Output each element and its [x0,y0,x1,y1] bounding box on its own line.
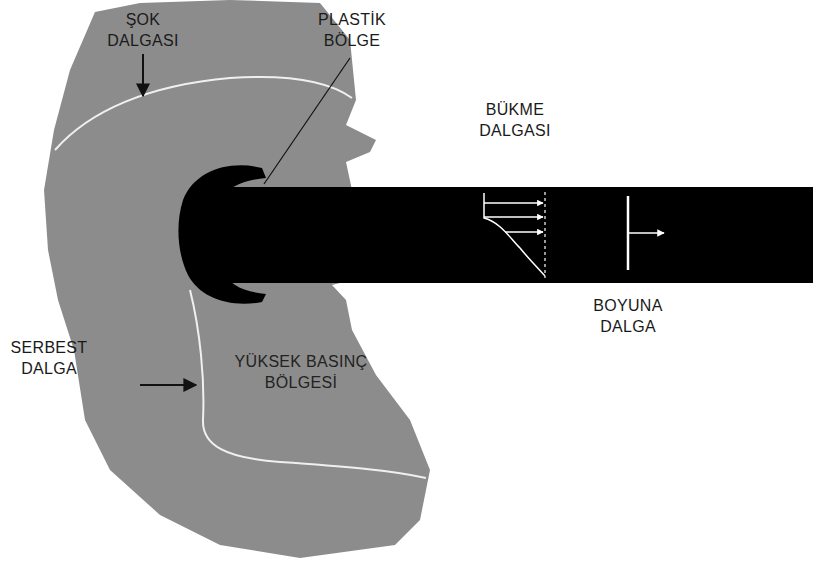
shock-wave-front [55,77,352,150]
leader-line [140,384,196,386]
bending-wave-axis [544,192,545,278]
bending-wave-arrow [484,202,543,203]
leader-line [142,54,144,96]
leader-line [264,58,350,184]
bending-wave-arrow [484,216,543,217]
zone-label: YÜKSEK BASINÇ BÖLGESİ [226,352,376,394]
zone-label: PLASTİK BÖLGE [312,10,392,52]
projectile-rod [215,187,813,283]
wave-label: SERBEST DALGA [4,338,94,380]
longitudinal-wave-arrow [628,232,664,234]
wave-label: BÜKME DALGASI [470,100,560,142]
wave-label: BOYUNA DALGA [583,296,673,338]
plastic-zone [178,165,266,303]
bending-wave-arrow [505,231,543,232]
wave-label: ŞOK DALGASI [103,10,183,52]
free-wave-front [190,290,426,478]
bending-wave-profile [484,193,545,276]
